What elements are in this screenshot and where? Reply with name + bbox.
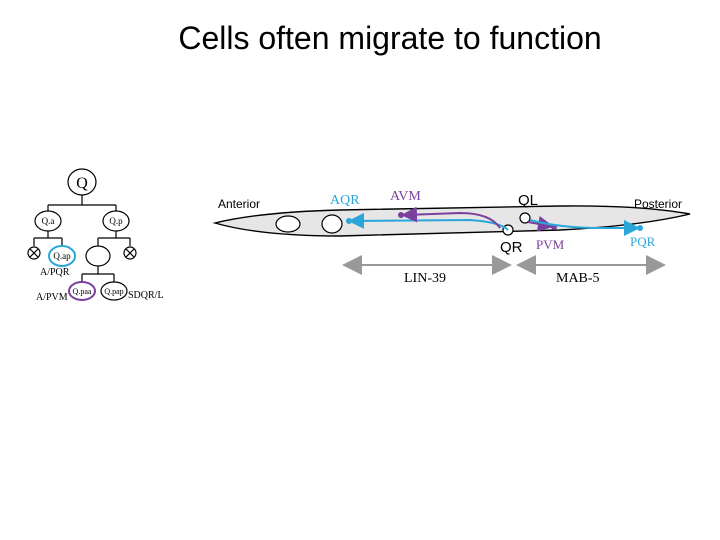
avm-cell-dot	[398, 212, 404, 218]
qp-label: Q.p	[109, 216, 123, 226]
pqr-migration-arrow	[529, 219, 640, 236]
apoptosis-x-icon-right	[123, 246, 137, 260]
qa-label: Q.a	[42, 216, 55, 226]
pvm-migration-arrow	[527, 215, 554, 232]
pqr-cell-dot	[637, 225, 643, 231]
hox-domains: LIN-39 MAB-5	[342, 255, 666, 286]
aqr-cell-dot	[346, 218, 352, 224]
posterior-label: Posterior	[634, 197, 682, 211]
qpap-cell	[100, 281, 128, 301]
aqr-migration-arrow	[348, 212, 509, 231]
lin39-label: LIN-39	[404, 271, 446, 286]
lineage-tree: Q Q.a Q.p Q.ap A/PQR Q.paa A/PVM	[27, 168, 164, 303]
qpaa-fate-label: A/PVM	[36, 292, 68, 303]
qr-label: QR	[500, 239, 523, 256]
ql-cell	[519, 212, 531, 224]
apoptosis-x-icon-left	[27, 246, 41, 260]
qpaa-label: Q.paa	[73, 287, 92, 296]
q-root-label: Q	[76, 175, 88, 192]
qpa-cell	[85, 245, 111, 267]
avm-label: AVM	[390, 189, 421, 204]
qap-label: Q.ap	[53, 251, 71, 261]
qap-fate-label: A/PQR	[40, 267, 70, 278]
mab5-label: MAB-5	[556, 271, 600, 286]
q-root-cell	[67, 168, 97, 196]
aqr-label: AQR	[330, 193, 360, 208]
avm-migration-arrow	[401, 206, 501, 229]
anterior-label: Anterior	[218, 197, 260, 211]
ql-label: QL	[518, 192, 538, 209]
qa-cell	[34, 210, 62, 232]
worm-diagram: Anterior Posterior AQR AVM QL QR PVM PQR	[212, 189, 691, 256]
qap-cell	[48, 245, 76, 267]
pharynx-bulb-anterior	[275, 215, 301, 233]
qpap-fate-label: SDQR/L	[128, 290, 164, 301]
pharynx-bulb-posterior	[321, 214, 343, 234]
qpaa-cell	[68, 281, 96, 301]
pvm-label: PVM	[536, 237, 565, 252]
qpap-label: Q.pap	[104, 287, 123, 296]
pqr-label: PQR	[630, 234, 656, 249]
slide-title: Cells often migrate to function	[178, 20, 602, 56]
qp-cell	[102, 210, 130, 232]
